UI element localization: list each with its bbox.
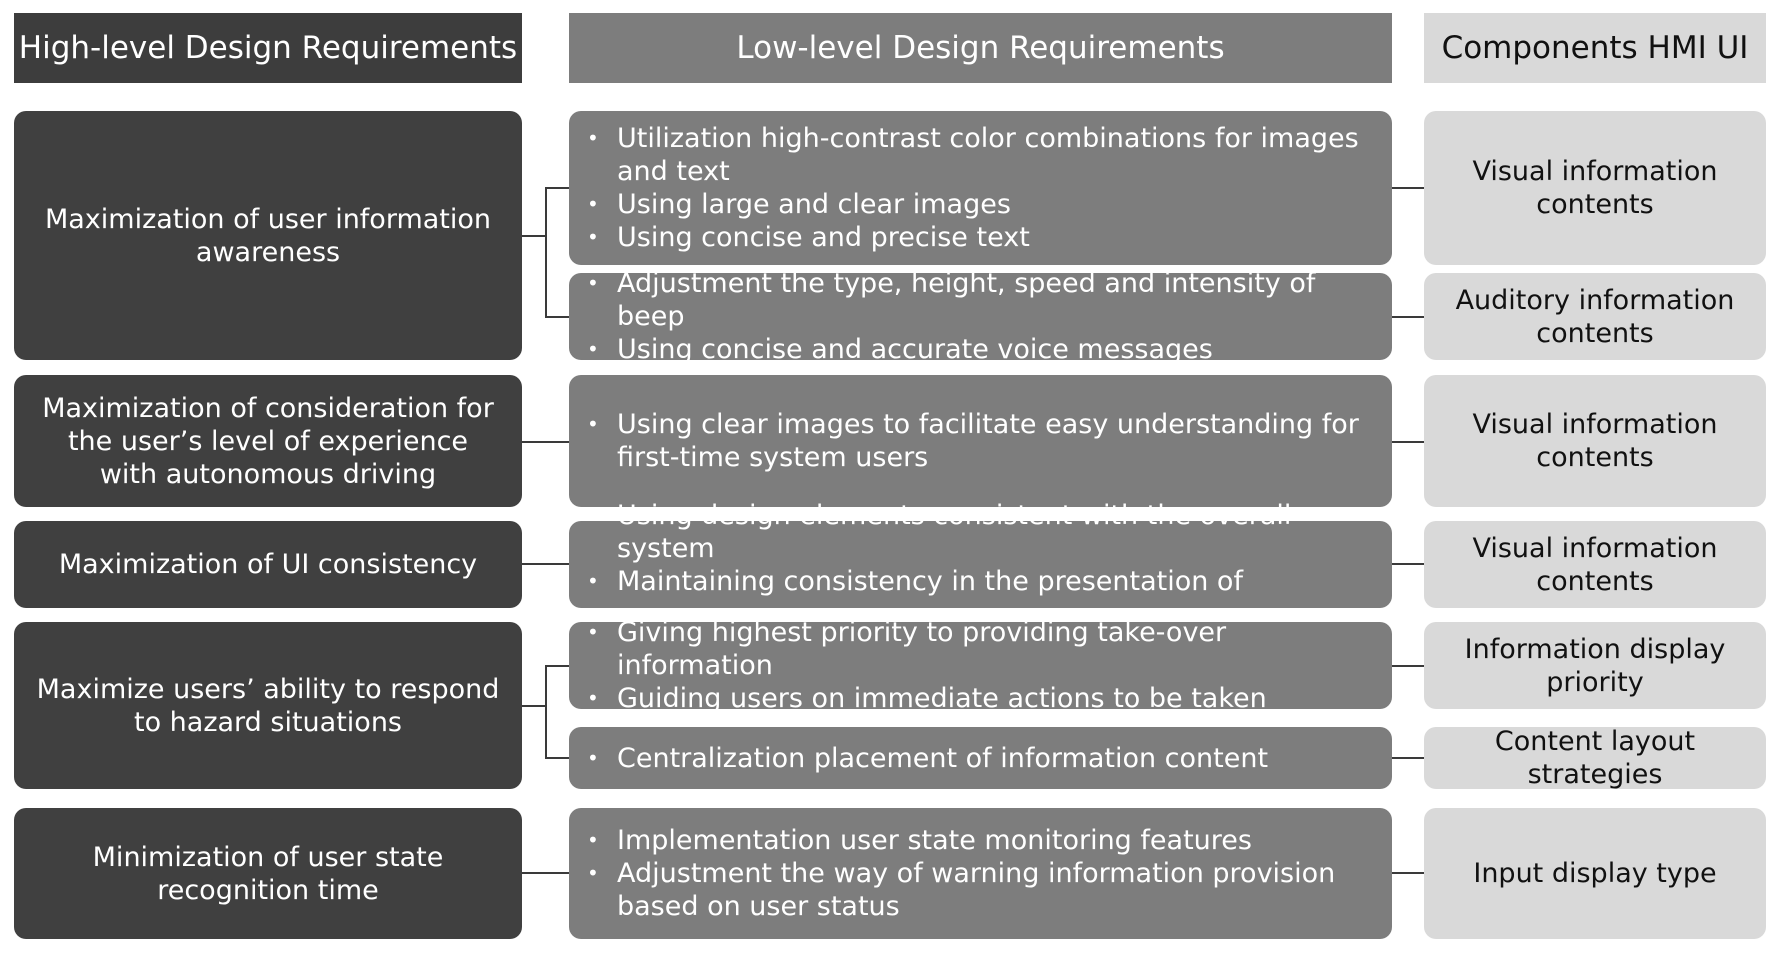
low-level-item: Implementation user state monitoring fea… bbox=[583, 824, 1372, 857]
low-level-item: Using clear images to facilitate easy un… bbox=[583, 408, 1372, 474]
low-level-item: Using concise and precise text bbox=[583, 221, 1372, 254]
component-box: Auditory information contents bbox=[1424, 273, 1766, 360]
low-level-item: Adjustment the way of warning informatio… bbox=[583, 857, 1372, 923]
component-box: Content layout strategies bbox=[1424, 726, 1766, 790]
component-box: Visual information contents bbox=[1424, 111, 1766, 265]
low-level-item: Using design elements consistent with th… bbox=[583, 499, 1372, 565]
high-level-box: Maximize users’ ability to respond to ha… bbox=[14, 622, 522, 789]
low-level-item: Guiding users on immediate actions to be… bbox=[583, 682, 1372, 715]
low-level-box: Using clear images to facilitate easy un… bbox=[569, 375, 1392, 507]
header-low-level: Low-level Design Requirements bbox=[569, 13, 1392, 83]
low-level-box: Utilization high-contrast color combinat… bbox=[569, 111, 1392, 265]
low-level-item: Adjustment the type, height, speed and i… bbox=[583, 267, 1372, 333]
component-box: Input display type bbox=[1424, 808, 1766, 939]
low-level-item: Centralization placement of information … bbox=[583, 742, 1372, 775]
low-level-item: Using concise and accurate voice message… bbox=[583, 333, 1372, 366]
header-components: Components HMI UI bbox=[1424, 13, 1766, 83]
high-level-box: Maximization of user information awarene… bbox=[14, 111, 522, 360]
component-box: Visual information contents bbox=[1424, 375, 1766, 507]
low-level-box: Adjustment the type, height, speed and i… bbox=[569, 267, 1392, 366]
header-high-level: High-level Design Requirements bbox=[14, 13, 522, 83]
low-level-box: Using design elements consistent with th… bbox=[569, 499, 1392, 630]
low-level-box: Implementation user state monitoring fea… bbox=[569, 808, 1392, 939]
high-level-box: Maximization of consideration for the us… bbox=[14, 375, 522, 507]
low-level-item: Utilization high-contrast color combinat… bbox=[583, 122, 1372, 188]
low-level-item: Giving highest priority to providing tak… bbox=[583, 616, 1372, 682]
low-level-item: Using large and clear images bbox=[583, 188, 1372, 221]
component-box: Visual information contents bbox=[1424, 521, 1766, 608]
low-level-box: Giving highest priority to providing tak… bbox=[569, 616, 1392, 715]
component-box: Information display priority bbox=[1424, 622, 1766, 709]
high-level-box: Minimization of user state recognition t… bbox=[14, 808, 522, 939]
low-level-box: Centralization placement of information … bbox=[569, 727, 1392, 789]
connector-hi4-lo bbox=[522, 665, 569, 759]
connector-hi1-lo bbox=[522, 187, 569, 318]
high-level-box: Maximization of UI consistency bbox=[14, 521, 522, 608]
